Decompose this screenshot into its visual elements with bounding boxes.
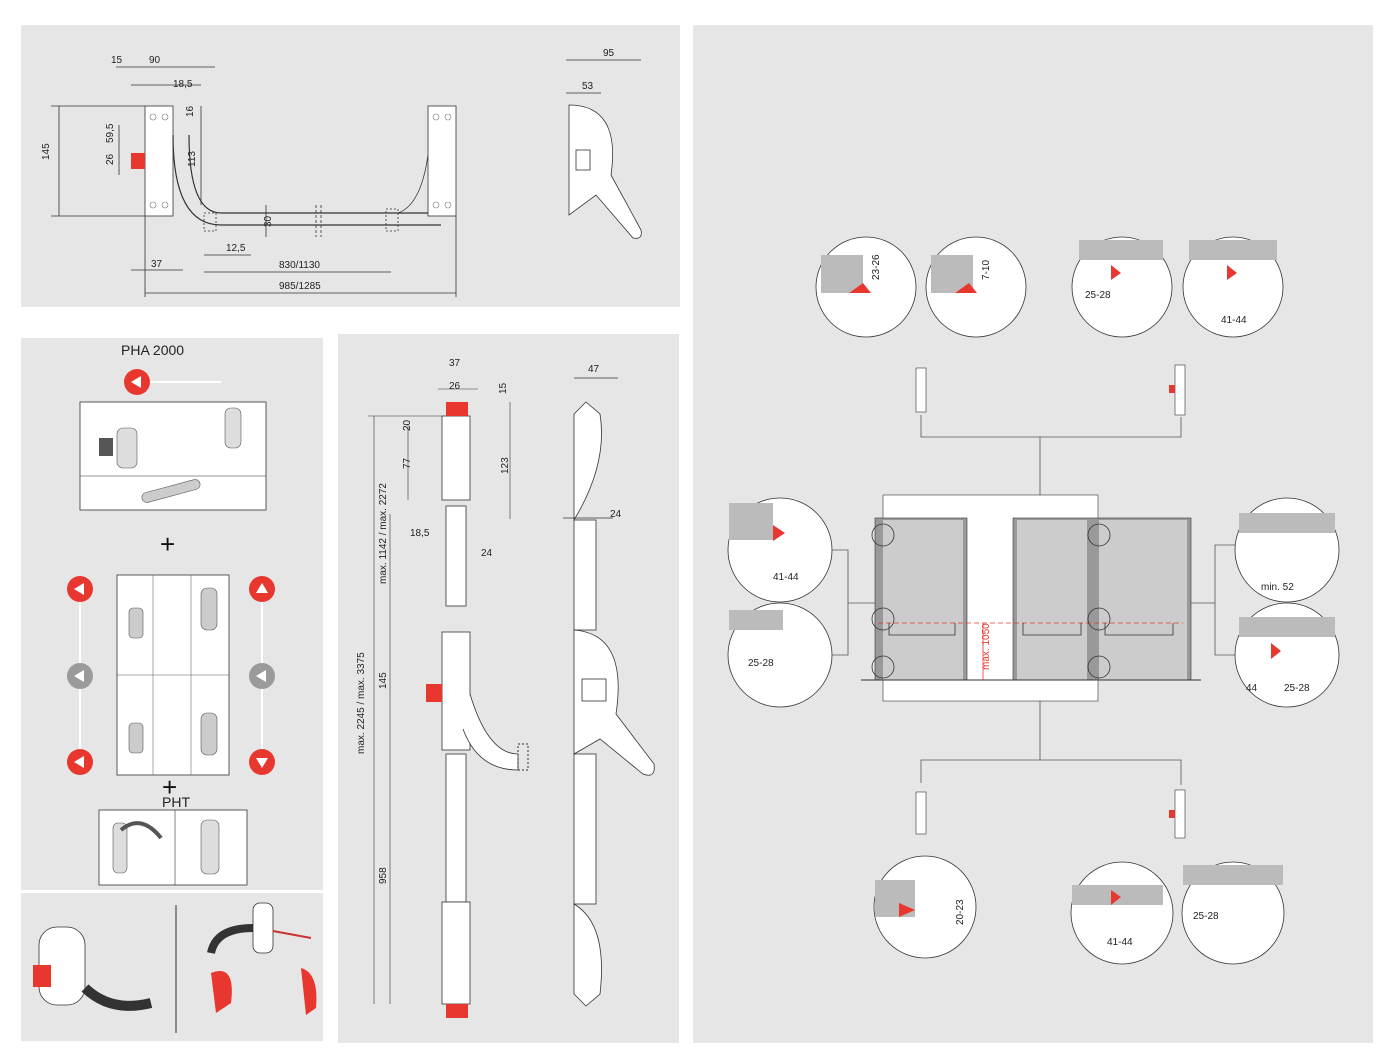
vdim-18-5: 18,5: [410, 528, 430, 539]
vdim-77: 77: [402, 457, 413, 469]
vertical-rod-drawing: 37 26 15 20 77 123 18,5 24 max. 1142 / m…: [356, 358, 655, 1018]
inst-dim-25-28-left: 25-28: [748, 658, 774, 669]
inst-dim-41-44-left: 41-44: [773, 572, 799, 583]
dim-59-5: 59,5: [105, 123, 116, 143]
latch-red: [131, 153, 145, 169]
inst-dim-44: 44: [1246, 683, 1258, 694]
inst-dim-25-28-right: 25-28: [1284, 683, 1310, 694]
inst-dim-41-44-bottom: 41-44: [1107, 937, 1133, 948]
vdim-20: 20: [402, 419, 413, 431]
inst-dim-23-26: 23-26: [871, 254, 882, 280]
install-detail-drawing: [33, 902, 317, 1033]
vside-dim-24: 24: [610, 509, 622, 520]
inst-dim-20-23: 20-23: [955, 899, 966, 925]
vdim-958: 958: [378, 867, 389, 884]
inst-dim-min52: min. 52: [1261, 582, 1294, 593]
vdim-123: 123: [500, 457, 511, 474]
vdim-26: 26: [449, 381, 461, 392]
vdim-15: 15: [498, 382, 509, 394]
inst-dim-41-44-top: 41-44: [1221, 315, 1247, 326]
dim-113: 113: [187, 151, 198, 167]
inst-max-height: max. 1050: [981, 623, 992, 670]
vdim-max-long: max. 2245 / max. 3375: [356, 652, 367, 754]
vertical-side-view: [563, 377, 655, 1007]
dim-37: 37: [151, 259, 163, 270]
inst-dim-25-28-bottom: 25-28: [1193, 911, 1219, 922]
dim-26: 26: [105, 153, 116, 165]
dim-830: 830/1130: [279, 260, 320, 271]
vdim-37: 37: [449, 358, 461, 369]
panel-vertical-rod: 37 26 15 20 77 123 18,5 24 max. 1142 / m…: [338, 334, 679, 1043]
dim-30: 30: [263, 215, 274, 227]
horizontal-bar-drawing: 15 90 18,5 16 59,5 145 26 113 30 12,5 37…: [41, 48, 642, 297]
dim-15: 15: [111, 55, 123, 66]
panel-pha-2000: PHA 2000 + + PHT: [21, 338, 323, 890]
side-dim-53: 53: [582, 81, 594, 92]
vdim-max-short: max. 1142 / max. 2272: [378, 483, 389, 584]
side-profile: [566, 59, 642, 239]
dim-90: 90: [149, 55, 161, 66]
dim-145: 145: [41, 143, 52, 160]
vside-dim-47: 47: [588, 364, 600, 375]
dim-18-5: 18,5: [173, 79, 193, 90]
inst-dim-25-28-top: 25-28: [1085, 290, 1111, 301]
side-dim-95: 95: [603, 48, 615, 59]
dim-16: 16: [185, 105, 196, 117]
inst-dim-7-10: 7-10: [981, 260, 992, 280]
panel-installation-overview: 23-26 7-10 25-28 41-44 max. 1050: [693, 25, 1373, 1043]
dim-12-5: 12,5: [226, 243, 246, 254]
plus-sign-2: +: [162, 772, 177, 802]
pha-title: PHA 2000: [121, 342, 184, 358]
panel-install-detail: [21, 893, 323, 1041]
vdim-145: 145: [378, 672, 389, 689]
panel-horizontal-bar-dimensions: 15 90 18,5 16 59,5 145 26 113 30 12,5 37…: [21, 25, 680, 307]
vdim-24: 24: [481, 548, 493, 559]
pht-title: PHT: [162, 794, 190, 810]
plus-sign: +: [160, 529, 175, 559]
installation-drawing: 23-26 7-10 25-28 41-44 max. 1050: [727, 236, 1340, 965]
dim-985: 985/1285: [279, 281, 321, 292]
pha-drawing: PHA 2000 + + PHT: [67, 342, 275, 886]
